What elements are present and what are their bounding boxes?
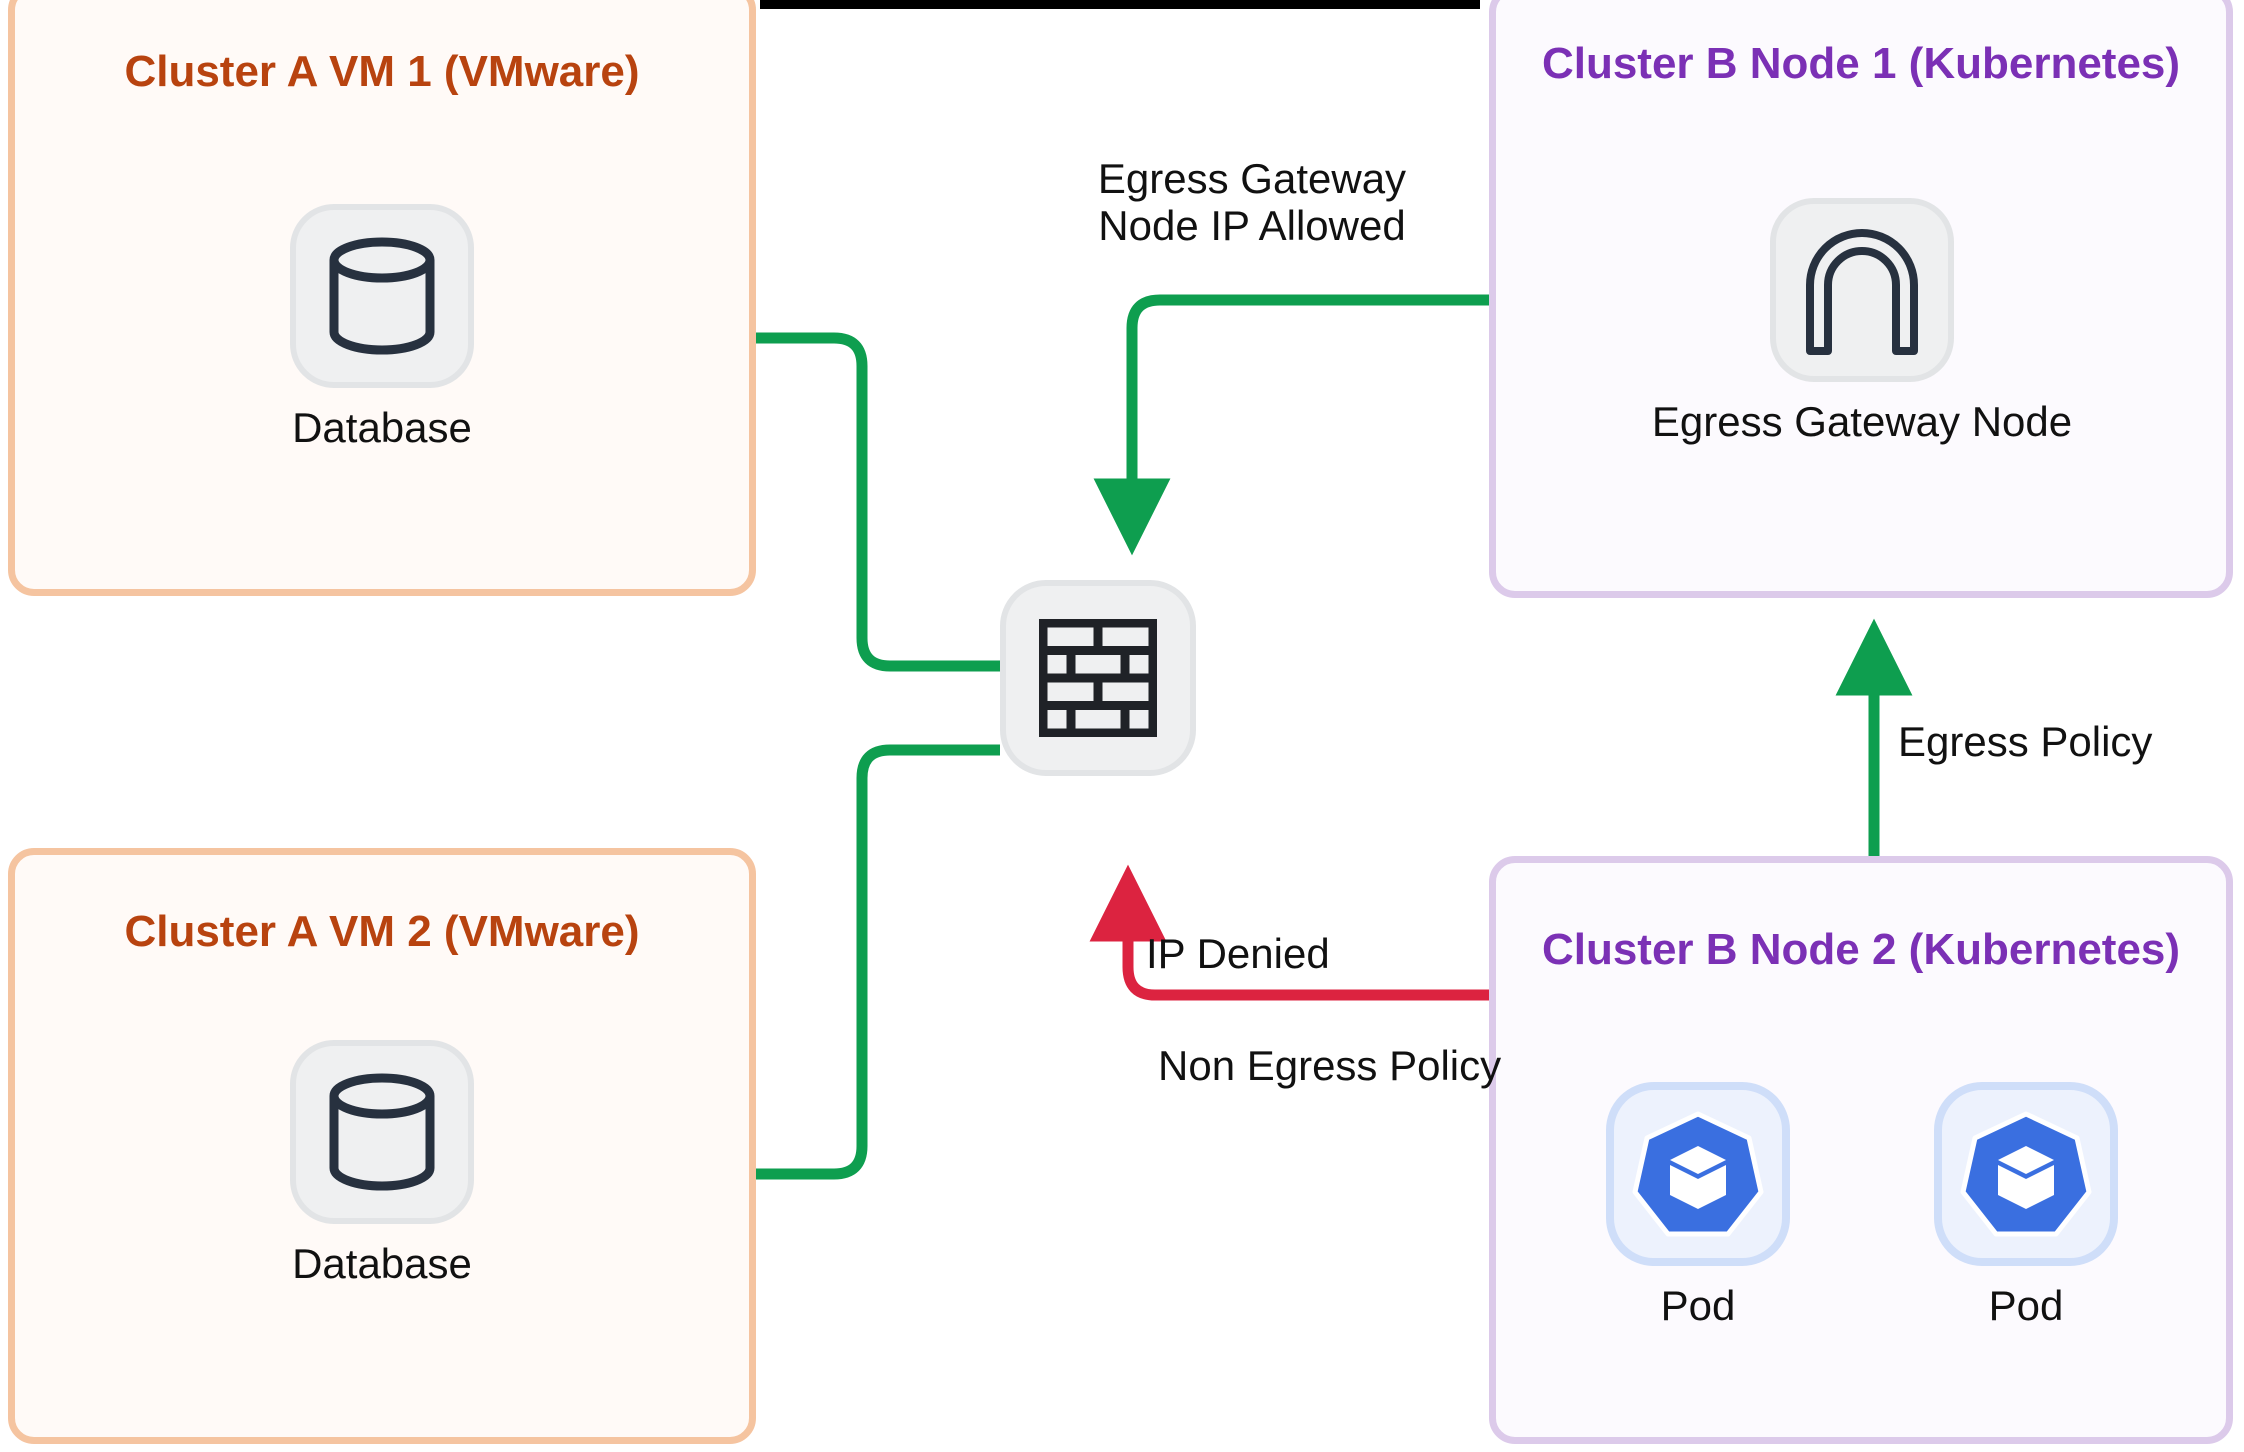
database-icon <box>290 1040 474 1224</box>
group-title-cluster-b-node-2: Cluster B Node 2 (Kubernetes) <box>1541 925 2181 974</box>
flow-label-line-2: Node IP Allowed <box>1098 202 1406 250</box>
kubernetes-pod-icon <box>1606 1082 1790 1266</box>
node-pod-2[interactable]: Pod <box>1900 1082 2152 1330</box>
top-black-strip <box>760 0 1480 9</box>
flow-label-line-1: Egress Gateway <box>1097 155 1407 202</box>
group-title-cluster-b-node-1: Cluster B Node 1 (Kubernetes) <box>1541 39 2181 88</box>
group-title-cluster-a-vm-2: Cluster A VM 2 (VMware) <box>124 907 640 956</box>
node-egress-gateway-node[interactable]: Egress Gateway Node <box>1652 198 2072 446</box>
kubernetes-logo-glyph <box>1632 1111 1764 1237</box>
kubernetes-pod-icon <box>1934 1082 2118 1266</box>
flow-label-ip-denied: IP Denied <box>1146 930 1330 977</box>
node-caption-database-2: Database <box>292 1240 472 1287</box>
node-caption-pod-2: Pod <box>1988 1282 2064 1329</box>
gateway-arch-icon <box>1770 198 1954 382</box>
kubernetes-logo-glyph <box>1960 1111 2092 1237</box>
node-database-2[interactable]: Database <box>248 1040 516 1288</box>
flow-label-egress-policy: Egress Policy <box>1898 718 2153 765</box>
firewall-brick-wall-icon <box>1000 580 1196 776</box>
database-glyph <box>329 1073 435 1191</box>
node-firewall[interactable] <box>1000 580 1196 776</box>
node-pod-1[interactable]: Pod <box>1572 1082 1824 1330</box>
node-caption-database-1: Database <box>292 404 472 451</box>
node-database-1[interactable]: Database <box>248 204 516 452</box>
flow-label-egress-gateway-node-ip-allowed: Egress Gateway Node IP Allowed <box>1062 155 1442 249</box>
database-glyph <box>329 237 435 355</box>
flow-label-non-egress-policy: Non Egress Policy <box>1158 1042 1502 1089</box>
flow-egress-gateway-node-ip-allowed <box>1093 294 1497 556</box>
brick-wall-glyph <box>1039 619 1157 737</box>
gateway-arch-glyph <box>1806 229 1918 355</box>
node-caption-pod-1: Pod <box>1660 1282 1736 1329</box>
group-title-cluster-a-vm-1: Cluster A VM 1 (VMware) <box>124 47 640 96</box>
database-icon <box>290 204 474 388</box>
node-caption-egress-gateway-node: Egress Gateway Node <box>1651 398 2073 445</box>
